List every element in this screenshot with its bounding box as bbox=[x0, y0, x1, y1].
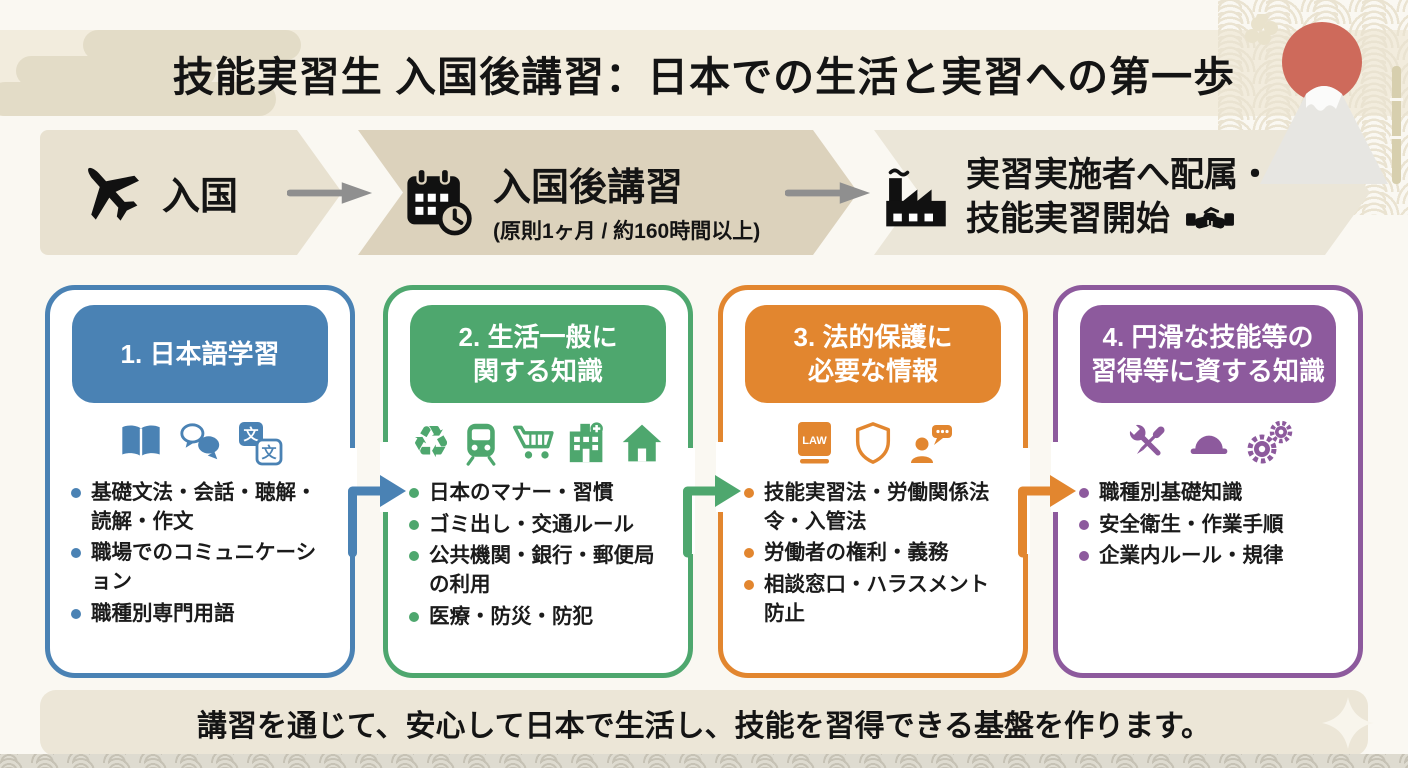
translate-icon: 文 文 bbox=[239, 422, 283, 466]
elbow-arrow-orange-icon bbox=[1018, 475, 1076, 558]
flow-step-assignment-line2: 技能実習開始 bbox=[966, 200, 1170, 239]
factory-icon bbox=[886, 169, 946, 227]
recycle-icon: ♻ bbox=[411, 417, 451, 468]
bullet-item: 職種別専門用語 bbox=[68, 600, 334, 629]
law-label: LAW bbox=[802, 435, 827, 447]
flow-step-training-sub: (原則1ヶ月 / 約160時間以上) bbox=[493, 220, 761, 243]
chat-bubbles-icon bbox=[180, 423, 220, 460]
bullet-item: 日本のマナー・習慣 bbox=[406, 479, 672, 508]
gears-icon bbox=[1247, 420, 1293, 464]
translate-char-back: 文 bbox=[243, 426, 259, 444]
card-daily-life-header: 2. 生活一般に 関する知識 bbox=[410, 305, 666, 403]
flow-step-assignment-line1: 実習実施者へ配属・ bbox=[966, 156, 1272, 194]
bullet-item: 職場でのコミュニケーション bbox=[68, 539, 334, 596]
flow-step-entry: 入国 bbox=[76, 158, 238, 226]
person-chat-icon bbox=[911, 425, 952, 463]
translate-char-front: 文 bbox=[261, 444, 277, 462]
right-arrow-icon bbox=[785, 182, 871, 204]
footer-bar: 講習を通じて、安心して日本で生活し、技能を習得できる基盤を作ります。 bbox=[40, 690, 1368, 756]
law-book-icon: LAW bbox=[798, 422, 831, 464]
bullet-item: 相談窓口・ハラスメント防止 bbox=[741, 571, 1007, 628]
bullet-item: 労働者の権利・義務 bbox=[741, 539, 1007, 568]
card-japanese-study-bullets: 基礎文法・会話・聴解・読解・作文 職場でのコミュニケーション 職種別専門用語 bbox=[68, 479, 334, 628]
hospital-icon bbox=[569, 422, 603, 463]
bottom-wave-strip bbox=[0, 754, 1408, 768]
bullet-item: 公共機関・銀行・郵便局の利用 bbox=[406, 542, 672, 599]
shield-icon bbox=[855, 422, 891, 464]
card-header-line: 1. 日本語学習 bbox=[120, 338, 280, 369]
mount-fuji-icon bbox=[1245, 14, 1403, 184]
card-header-line: 3. 法的保護に bbox=[793, 321, 953, 352]
handshake-icon bbox=[1186, 206, 1234, 229]
bullet-item: 安全衛生・作業手順 bbox=[1076, 511, 1342, 540]
bamboo-icon bbox=[1392, 66, 1401, 184]
bullet-item: ゴミ出し・交通ルール bbox=[406, 511, 672, 540]
footer-message: 講習を通じて、安心して日本で生活し、技能を習得できる基盤を作ります。 bbox=[197, 710, 1211, 743]
elbow-arrow-green-icon bbox=[683, 475, 741, 558]
card-legal-protection: 3. 法的保護に 必要な情報 LAW 技能実習法・労働関係法令・入管法 労働者の bbox=[718, 285, 1028, 678]
tools-icon bbox=[1128, 423, 1165, 456]
card-header-line: 習得等に資する知識 bbox=[1090, 356, 1325, 386]
card-daily-life-icons: ♻ bbox=[388, 416, 688, 470]
card-legal-protection-header: 3. 法的保護に 必要な情報 bbox=[745, 305, 1001, 403]
open-book-icon bbox=[122, 425, 160, 457]
cherry-blossom-icon bbox=[1245, 14, 1278, 45]
card-header-line: 2. 生活一般に bbox=[458, 321, 618, 352]
card-skill-knowledge: 4. 円滑な技能等の 習得等に資する知識 bbox=[1053, 285, 1363, 678]
card-legal-protection-icons: LAW bbox=[723, 416, 1023, 470]
flow-step-entry-label: 入国 bbox=[162, 175, 239, 218]
shopping-cart-icon bbox=[512, 425, 554, 459]
house-icon bbox=[622, 424, 661, 462]
card-daily-life: 2. 生活一般に 関する知識 ♻ bbox=[383, 285, 693, 678]
cloud-decoration bbox=[0, 30, 308, 140]
card-daily-life-bullets: 日本のマナー・習慣 ゴミ出し・交通ルール 公共機関・銀行・郵便局の利用 医療・防… bbox=[406, 479, 672, 631]
elbow-arrow-blue-icon bbox=[348, 475, 406, 558]
card-skill-knowledge-icons bbox=[1058, 416, 1358, 470]
cloud-icon bbox=[0, 30, 301, 116]
bullet-item: 企業内ルール・規律 bbox=[1076, 542, 1342, 571]
right-arrow-icon bbox=[287, 182, 373, 204]
bullet-item: 基礎文法・会話・聴解・読解・作文 bbox=[68, 479, 334, 536]
airplane-icon bbox=[88, 167, 139, 221]
card-header-line: 必要な情報 bbox=[807, 356, 938, 386]
flow-step-assignment: 実習実施者へ配属・ 技能実習開始 bbox=[882, 154, 1272, 243]
card-legal-protection-bullets: 技能実習法・労働関係法令・入管法 労働者の権利・義務 相談窓口・ハラスメント防止 bbox=[741, 479, 1007, 628]
sparkle-icon bbox=[1322, 697, 1374, 749]
bullet-item: 職種別基礎知識 bbox=[1076, 479, 1342, 508]
page-title: 技能実習生 入国後講習：日本での生活と実習への第一歩 bbox=[172, 54, 1236, 100]
train-icon bbox=[466, 423, 496, 466]
calendar-clock-icon bbox=[407, 167, 472, 235]
hard-hat-icon bbox=[1190, 435, 1228, 454]
card-header-line: 4. 円滑な技能等の bbox=[1102, 321, 1314, 352]
card-skill-knowledge-bullets: 職種別基礎知識 安全衛生・作業手順 企業内ルール・規律 bbox=[1076, 479, 1342, 571]
flow-banner: 入国 入国後講習 (原則1ヶ月 / 約160時間以上) bbox=[40, 130, 1370, 255]
card-header-line: 関する知識 bbox=[472, 356, 603, 386]
bullet-item: 医療・防災・防犯 bbox=[406, 603, 672, 632]
card-skill-knowledge-header: 4. 円滑な技能等の 習得等に資する知識 bbox=[1080, 305, 1336, 403]
card-japanese-study-header: 1. 日本語学習 bbox=[72, 305, 328, 403]
flow-step-training: 入国後講習 (原則1ヶ月 / 約160時間以上) bbox=[403, 156, 760, 245]
card-japanese-study: 1. 日本語学習 文 文 基礎文法・会話・聴解・読解・作文 職場でのコミュニ bbox=[45, 285, 355, 678]
bullet-item: 技能実習法・労働関係法令・入管法 bbox=[741, 479, 1007, 536]
flow-step-training-label: 入国後講習 bbox=[493, 167, 684, 209]
card-japanese-study-icons: 文 文 bbox=[50, 416, 350, 470]
